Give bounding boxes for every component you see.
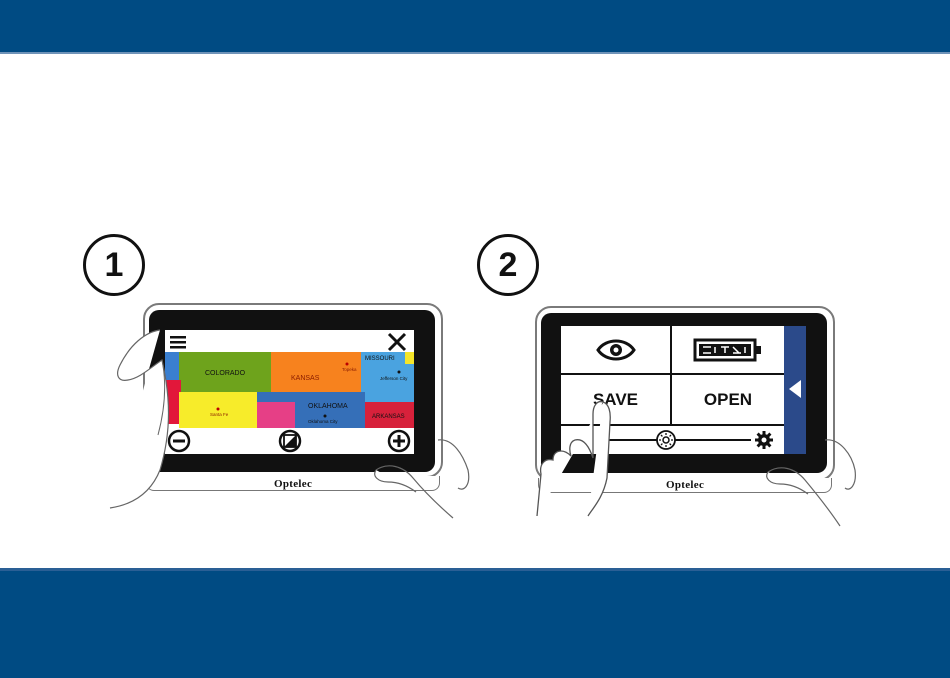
marker-topeka — [346, 363, 349, 366]
step-1-number: 1 — [105, 246, 124, 285]
label-oklahoma-city: Oklahoma City — [308, 419, 338, 424]
footer-band — [0, 568, 950, 678]
pointing-hand-illustration — [533, 398, 618, 518]
eye-settings-button[interactable] — [561, 326, 670, 373]
open-label: OPEN — [704, 390, 752, 410]
right-hand-illustration-1 — [368, 430, 473, 520]
step-2-number: 2 — [499, 246, 518, 285]
header-band — [0, 0, 950, 54]
right-hand-illustration-2 — [760, 430, 860, 530]
step-1-badge: 1 — [83, 234, 145, 296]
label-colorado: COLORADO — [205, 370, 246, 377]
map-region-gap — [257, 392, 295, 402]
step-2-badge: 2 — [477, 234, 539, 296]
battery-icon — [693, 338, 763, 362]
map-region-yellow — [405, 352, 414, 364]
map-top-bar — [165, 330, 414, 352]
label-jefferson-city: Jefferson City — [380, 376, 408, 381]
label-kansas: KANSAS — [291, 375, 320, 382]
open-button[interactable]: OPEN — [672, 375, 784, 424]
eye-gear-icon — [596, 338, 636, 362]
chevron-left-icon — [787, 378, 803, 400]
device-2-brand: Optelec — [666, 479, 704, 491]
marker-oklahoma-city — [324, 415, 327, 418]
map-region-pink — [257, 402, 295, 428]
label-oklahoma: OKLAHOMA — [308, 403, 348, 410]
map-region-kansas — [271, 352, 361, 392]
device-1-brand: Optelec — [274, 478, 312, 490]
brightness-icon[interactable] — [655, 429, 677, 451]
label-santa-fe: Santa Fe — [210, 412, 229, 417]
label-missouri: MISSOURI — [365, 356, 395, 362]
marker-jefferson-city — [398, 371, 401, 374]
label-topeka: Topeka — [342, 367, 357, 372]
battery-status-button[interactable] — [672, 326, 784, 373]
marker-santa-fe — [217, 408, 220, 411]
label-arkansas: ARKANSAS — [372, 414, 405, 420]
left-hand-illustration — [100, 320, 180, 510]
